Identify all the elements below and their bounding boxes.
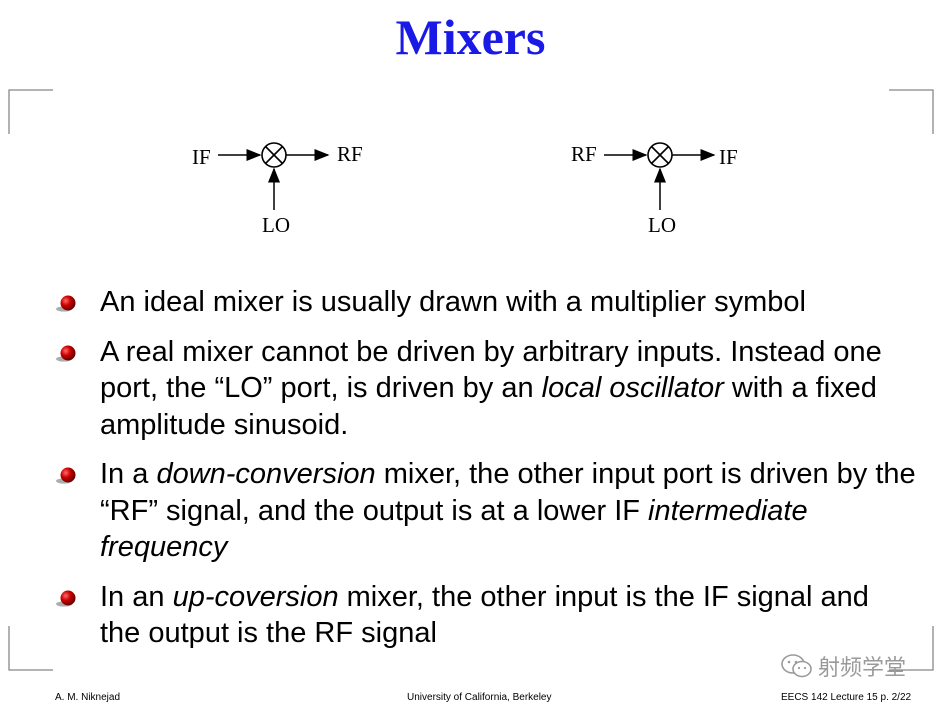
multiplier-symbol <box>218 142 330 210</box>
bullet-item: A real mixer cannot be driven by arbitra… <box>56 334 916 444</box>
bullet-item: In an up-coversion mixer, the other inpu… <box>56 579 916 652</box>
bullet-text: A real mixer cannot be driven by arbitra… <box>100 336 882 441</box>
bullet-item: In a down-conversion mixer, the other in… <box>56 456 916 566</box>
bullet-text: In a down-conversion mixer, the other in… <box>100 458 916 563</box>
bullet-ball-icon <box>56 467 76 484</box>
bullet-item: An ideal mixer is usually drawn with a m… <box>56 284 916 321</box>
emphasis-text: up-coversion <box>172 580 339 613</box>
text-run: In a <box>100 458 157 490</box>
diagram-input-label: IF <box>192 145 211 169</box>
watermark-text: 射频学堂 <box>818 655 907 680</box>
bullet-text: In an up-coversion mixer, the other inpu… <box>100 581 869 650</box>
bullet-ball-icon <box>56 345 76 362</box>
bullet-text: An ideal mixer is usually drawn with a m… <box>100 286 806 318</box>
bullet-ball-icon <box>56 295 76 312</box>
bullet-list: An ideal mixer is usually drawn with a m… <box>56 284 916 665</box>
wechat-icon <box>781 654 812 678</box>
diagram-input-label: RF <box>571 142 597 166</box>
diagram-lo-label: LO <box>648 213 676 237</box>
text-run: A real mixer cannot be driven by arbitra… <box>100 335 882 405</box>
text-run: In an <box>100 580 173 613</box>
footer-author: A. M. Niknejad <box>55 692 121 703</box>
text-run: An ideal mixer is usually drawn with a m… <box>100 286 806 318</box>
diagram-output-label: RF <box>337 142 363 166</box>
frame-corner-top-right <box>889 89 934 134</box>
frame-corner-bottom-left <box>8 626 53 671</box>
frame-corner-top-left <box>8 89 53 134</box>
text-run: mixer, the other input is the IF signal … <box>100 580 869 650</box>
diagram-lo-label: LO <box>262 213 290 237</box>
footer-institution: University of California, Berkeley <box>407 692 552 703</box>
mixer-diagram-upconversion: IF RF LO <box>180 120 380 240</box>
text-run: mixer, the other input port is driven by… <box>100 458 916 527</box>
footer-course: EECS 142 Lecture 15 p. 2/22 <box>781 692 912 703</box>
bullet-ball-icon <box>56 590 76 607</box>
multiplier-symbol <box>604 142 716 210</box>
frame-corner-bottom-right <box>889 626 934 671</box>
emphasis-text: down-conversion <box>156 458 376 490</box>
mixer-diagram-downconversion: RF IF LO <box>566 120 766 240</box>
emphasis-text: local oscillator <box>541 372 724 404</box>
text-run: with a fixed amplitude sinusoid. <box>100 372 877 441</box>
slide-title: Mixers <box>395 9 546 65</box>
emphasis-text: intermediate frequency <box>100 494 808 564</box>
diagram-output-label: IF <box>719 145 738 169</box>
